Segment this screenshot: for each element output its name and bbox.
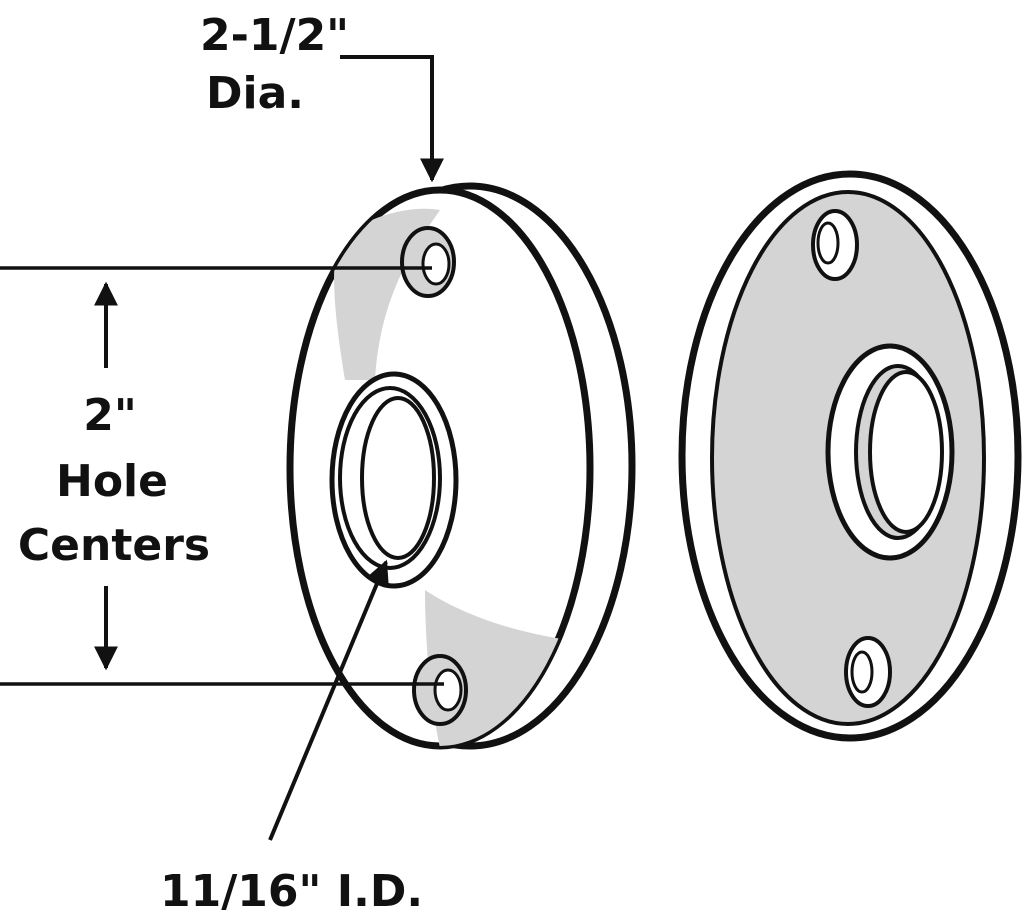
diameter-label-line2: Dia. bbox=[206, 68, 304, 119]
back-bottom-screw-hole bbox=[844, 636, 892, 708]
spacing-label-line3: Centers bbox=[18, 520, 210, 571]
front-bottom-screw-hole bbox=[412, 654, 468, 726]
spacing-label-line2: Hole bbox=[56, 456, 168, 507]
back-center-bore bbox=[825, 343, 955, 561]
spacing-label-line1: 2" bbox=[83, 390, 137, 441]
diameter-label-line1: 2-1/2" bbox=[200, 10, 349, 61]
front-center-bore bbox=[329, 371, 459, 589]
diameter-leader bbox=[340, 55, 444, 183]
front-top-screw-hole bbox=[400, 226, 456, 298]
inner-diameter-leader bbox=[268, 559, 389, 841]
inner-diameter-label: 11/16" I.D. bbox=[160, 866, 423, 917]
front-rosette-plate bbox=[286, 182, 636, 750]
back-top-screw-hole bbox=[811, 209, 859, 281]
back-rosette-plate bbox=[678, 170, 1022, 742]
